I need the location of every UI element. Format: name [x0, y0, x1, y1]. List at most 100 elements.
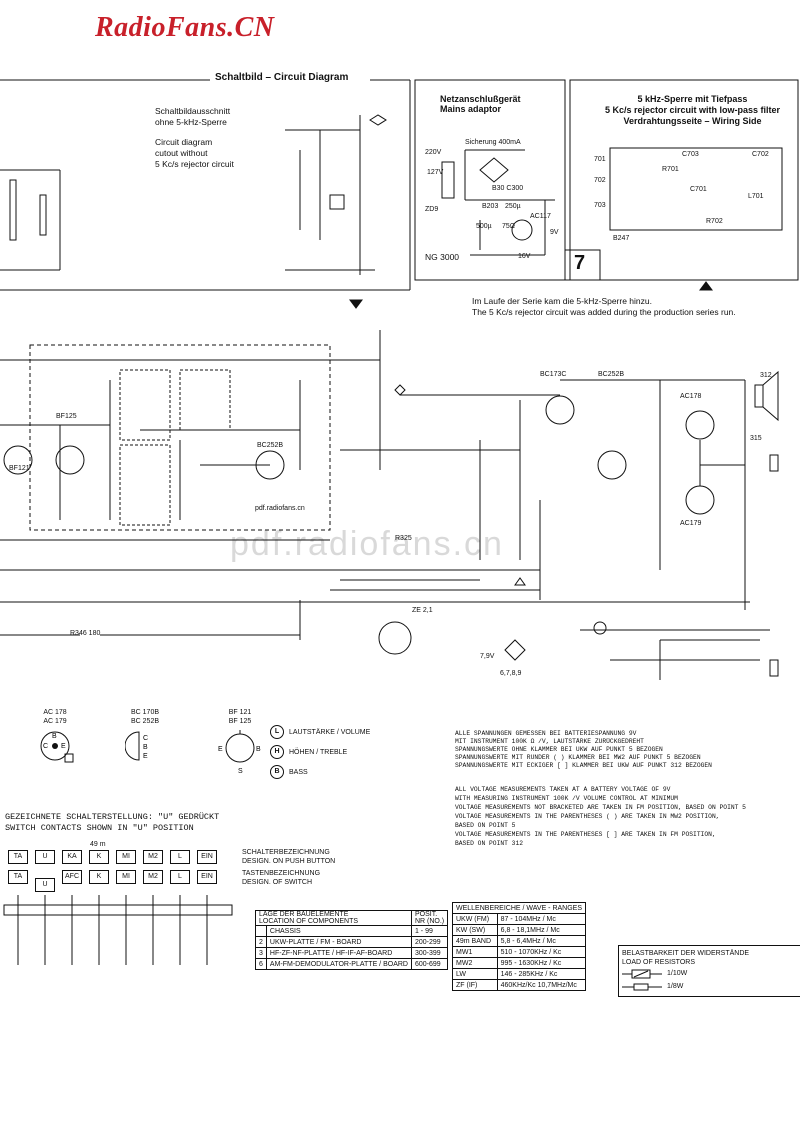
page-badge: 7: [574, 252, 586, 274]
switch-row-bottom: TA U AFC K MI M2 L EIN: [8, 870, 217, 892]
voltage-en-5: BASED ON POINT 5: [455, 822, 516, 829]
cutout-en2: cutout without: [155, 148, 208, 158]
resistor-title1: BELASTBARKEIT DER WIDERSTÄNDE: [622, 950, 750, 957]
svg-text:C: C: [43, 743, 48, 750]
location-range: 300-399: [410, 947, 449, 959]
wave-band: 49m BAND: [452, 935, 498, 947]
control-volume: L LAUTSTÄRKE / VOLUME: [270, 722, 370, 742]
cutout-en1: Circuit diagram: [155, 137, 213, 147]
series-note-en: The 5 Kc/s rejector circuit was added du…: [472, 307, 736, 317]
svg-text:B: B: [256, 746, 261, 753]
treble-symbol: H: [270, 745, 284, 759]
pinout-bc-symbol: C B E: [124, 731, 148, 761]
switch-bank-drawing: [3, 895, 233, 965]
resistor-legend: BELASTBARKEIT DER WIDERSTÄNDE LOAD OF RE…: [618, 945, 800, 997]
switch-row-top: TA U KA K MI M2 L EIN: [8, 850, 217, 864]
wave-range: 5,8 - 6,4MHz / Mc: [496, 935, 587, 947]
location-name: UKW-PLATTE / FM - BOARD: [265, 936, 412, 948]
voltage-de-2: MIT INSTRUMENT 100K Ω /V, LAUTSTÄRKE ZUR…: [455, 738, 644, 745]
location-range: 200-299: [410, 936, 449, 948]
location-name: HF-ZF-NF-PLATTE / HF-IF-AF-BOARD: [265, 947, 412, 959]
svg-text:E: E: [143, 753, 148, 760]
svg-text:312: 312: [760, 372, 772, 379]
bass-symbol: B: [270, 765, 284, 779]
svg-text:7,9V: 7,9V: [480, 653, 495, 660]
pinout-section: AC 178 AC 179 C B E BC 170B BC 252B C B …: [30, 708, 270, 781]
location-h1: LAGE DER BAUELEMENTE: [259, 911, 349, 918]
filter-pin-702: 702: [594, 177, 606, 184]
pinout-ac-name2: AC 179: [43, 718, 67, 725]
control-legend: L LAUTSTÄRKE / VOLUME H HÖHEN / TREBLE B…: [270, 722, 370, 782]
svg-text:BC252B: BC252B: [257, 442, 283, 449]
switch-top-ein: EIN: [197, 850, 217, 864]
location-n: 6: [255, 958, 267, 970]
voltage-en-2: WITH MEASURING INSTRUMENT 100K /V VOLUME…: [455, 795, 678, 802]
schematic-lines: BF121 BF125 BC252B BC173C BC252B AC178 A…: [0, 79, 799, 680]
pinout-bc-name1: BC 170B: [130, 709, 160, 716]
mains-part-75r: 75Ω: [502, 223, 516, 230]
svg-text:R346 180: R346 180: [70, 630, 100, 637]
switch-top-ka: KA: [62, 850, 82, 864]
voltage-de-3: SPANNUNGSWERTE OHNE KLAMMER BEI UKW AUF …: [455, 746, 663, 753]
switch-bottom-ta: TA: [8, 870, 28, 884]
switch-top-m2: M2: [143, 850, 163, 864]
svg-text:315: 315: [750, 435, 762, 442]
filter-part-r701: R701: [662, 166, 679, 173]
resistor-110w-label: 1/10W: [667, 970, 688, 977]
switch-top-ta: TA: [8, 850, 28, 864]
location-h2: LOCATION OF COMPONENTS: [259, 918, 359, 925]
filter-part-l701: L701: [748, 193, 764, 200]
switch-legend-a1: SCHALTERBEZEICHNUNG: [242, 849, 330, 856]
switch-bottom-afc: AFC: [62, 870, 82, 884]
wave-band: LW: [452, 968, 498, 980]
resistor-110w-icon: [622, 969, 662, 978]
filter-title-1: 5 kHz-Sperre mit Tiefpass: [637, 94, 748, 104]
switch-top-u: U: [35, 850, 55, 864]
wave-table: WELLENBEREICHE / WAVE - RANGES UKW (FM)8…: [451, 902, 587, 991]
voltage-en-4: VOLTAGE MEASUREMENTS IN THE PARENTHESES …: [455, 813, 720, 820]
filter-pin-701: 701: [594, 156, 606, 163]
mains-fuse: Sicherung 400mA: [465, 139, 521, 146]
pinout-bc: BC 170B BC 252B C B E: [120, 708, 170, 781]
filter-board: B247: [613, 235, 630, 242]
table-row: UKW (FM)87 - 104MHz / Mc: [452, 913, 587, 925]
svg-text:B: B: [143, 744, 148, 751]
volume-symbol: L: [270, 725, 284, 739]
filter-part-c703: C703: [682, 151, 699, 158]
voltage-en-6: VOLTAGE MEASUREMENTS IN THE PARENTHESES …: [455, 831, 716, 838]
location-n: 2: [255, 936, 267, 948]
switch-title: GEZEICHNETE SCHALTERSTELLUNG: "U" GEDRÜC…: [5, 812, 219, 834]
svg-text:C: C: [143, 735, 148, 742]
filter-part-r702: R702: [706, 218, 723, 225]
location-range: 600-699: [410, 958, 449, 970]
location-h4: NR (NO.): [414, 918, 445, 925]
resistor-title2: LOAD OF RESISTORS: [622, 959, 695, 966]
mains-part-bridge: B30 C300: [492, 185, 524, 192]
wave-range: 460KHz/Kc 10,7MHz/Mc: [496, 979, 587, 991]
location-h3: POSIT.: [414, 911, 438, 918]
resistor-18w-label: 1/8W: [667, 983, 684, 990]
svg-text:E: E: [218, 746, 223, 753]
wave-range: 6,8 - 18,1MHz / Mc: [496, 924, 587, 936]
location-table: LAGE DER BAUELEMENTE LOCATION OF COMPONE…: [255, 910, 449, 970]
switch-bottom-u: U: [35, 878, 55, 892]
resistor-18w-icon: [622, 983, 662, 990]
switch-legend: SCHALTERBEZEICHNUNG DESIGN. ON PUSH BUTT…: [242, 848, 335, 887]
table-row: 2 UKW-PLATTE / FM - BOARD 200-299: [255, 936, 449, 948]
svg-text:E: E: [61, 743, 66, 750]
switch-title-en: SWITCH CONTACTS SHOWN IN "U" POSITION: [5, 823, 194, 833]
table-row: 3 HF-ZF-NF-PLATTE / HF-IF-AF-BOARD 300-3…: [255, 947, 449, 959]
svg-text:S: S: [238, 768, 243, 775]
wave-band: UKW (FM): [452, 913, 498, 925]
svg-text:AC178: AC178: [680, 393, 702, 400]
location-n: [255, 925, 267, 937]
wave-band: KW (SW): [452, 924, 498, 936]
switch-bottom-m1: MI: [116, 870, 136, 884]
voltage-de-4: SPANNUNGSWERTE MIT RUNDER ( ) KLAMMER BE…: [455, 754, 701, 761]
mains-part-127v: 127V: [427, 169, 444, 176]
wave-band: MW1: [452, 946, 498, 958]
svg-text:ZE 2,1: ZE 2,1: [412, 607, 433, 614]
